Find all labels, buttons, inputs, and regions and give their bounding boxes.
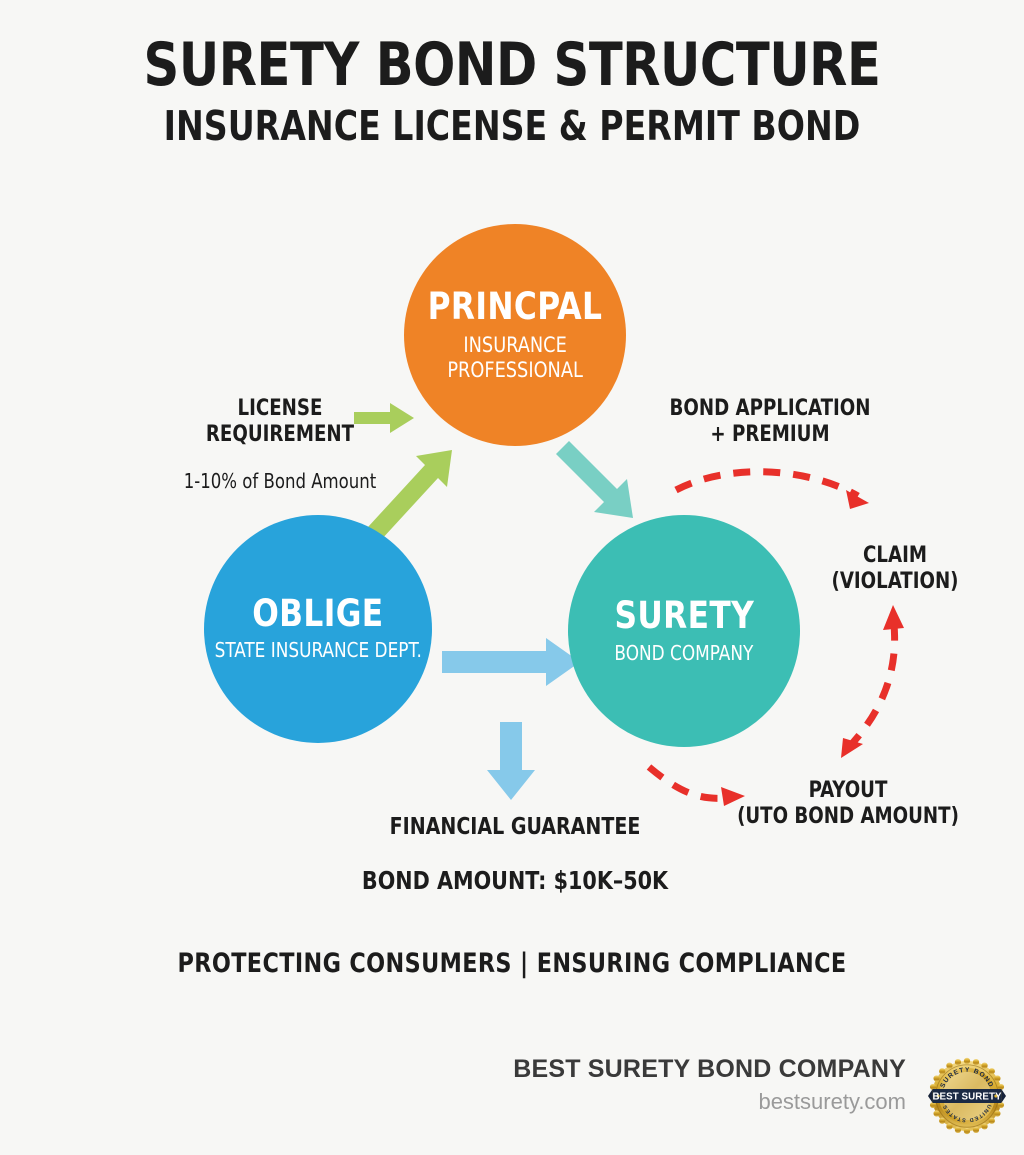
- node-obligee-title: OBLIGE: [252, 592, 384, 636]
- label-financial-guarantee: FINANCIAL GUARANTEE: [389, 814, 641, 840]
- label-claim-line2: (VIOLATION): [831, 568, 959, 594]
- node-obligee-subtitle: STATE INSURANCE DEPT.: [214, 638, 422, 663]
- node-principal-subtitle: INSURANCE PROFESSIONAL: [447, 333, 583, 382]
- label-payout: PAYOUT (UTO BOND AMOUNT): [728, 778, 967, 829]
- best-surety-seal-badge: SURETY BOND UNITED STATES BEST SURETY: [928, 1057, 1006, 1135]
- arrow-claim-down-head: [841, 738, 863, 758]
- label-license-note: 1-10% of Bond Amount: [183, 469, 377, 493]
- footer-text-block: BEST SURETY BOND COMPANY bestsurety.com: [513, 1055, 906, 1115]
- header: SURETY BOND STRUCTURE INSURANCE LICENSE …: [0, 30, 1024, 150]
- label-license-requirement: LICENSE REQUIREMENT: [160, 396, 399, 447]
- label-claim: CLAIM (VIOLATION): [789, 543, 1001, 594]
- arrow-principal-to-surety: [556, 441, 633, 518]
- label-bond-application-line1: BOND APPLICATION: [669, 396, 871, 421]
- arrow-obligee-to-surety: [442, 638, 580, 686]
- label-claim-line1: CLAIM: [863, 543, 927, 568]
- label-bond-application-line2: + PREMIUM: [710, 421, 830, 447]
- arrow-obligee-to-guarantee: [487, 722, 535, 800]
- footer-company-name: BEST SURETY BOND COMPANY: [513, 1055, 906, 1083]
- node-obligee[interactable]: OBLIGE STATE INSURANCE DEPT.: [204, 515, 432, 743]
- node-surety[interactable]: SURETY BOND COMPANY: [568, 515, 800, 747]
- footer: BEST SURETY BOND COMPANY bestsurety.com: [0, 1055, 1024, 1155]
- label-bond-amount: BOND AMOUNT: $10K–50K: [361, 866, 669, 895]
- label-tagline: PROTECTING CONSUMERS | ENSURING COMPLIAN…: [177, 948, 847, 979]
- label-payout-line2: (UTO BOND AMOUNT): [737, 803, 959, 829]
- arrow-obligee-to-principal: [368, 450, 452, 540]
- label-bond-application: BOND APPLICATION + PREMIUM: [650, 396, 889, 447]
- node-surety-title: SURETY: [614, 593, 754, 637]
- badge-center-label: BEST SURETY: [932, 1092, 1002, 1103]
- page-title: SURETY BOND STRUCTURE: [143, 30, 881, 100]
- label-license-line1: LICENSE: [237, 396, 323, 421]
- arrow-claim-dashed: [674, 468, 869, 509]
- node-principal-subtitle-line2: PROFESSIONAL: [447, 357, 583, 382]
- label-license-line2: REQUIREMENT: [205, 421, 355, 447]
- node-principal-subtitle-line1: INSURANCE: [463, 333, 567, 358]
- node-surety-subtitle: BOND COMPANY: [614, 640, 754, 665]
- label-payout-line1: PAYOUT: [808, 778, 888, 803]
- badge-center-band: BEST SURETY: [928, 1088, 1006, 1104]
- node-principal-title: PRINCPAL: [427, 285, 603, 329]
- footer-website: bestsurety.com: [758, 1089, 906, 1114]
- arrow-payout-to-claim-dashed: [845, 605, 904, 751]
- page-subtitle: INSURANCE LICENSE & PERMIT BOND: [163, 101, 861, 150]
- node-principal[interactable]: PRINCPAL INSURANCE PROFESSIONAL: [404, 224, 626, 446]
